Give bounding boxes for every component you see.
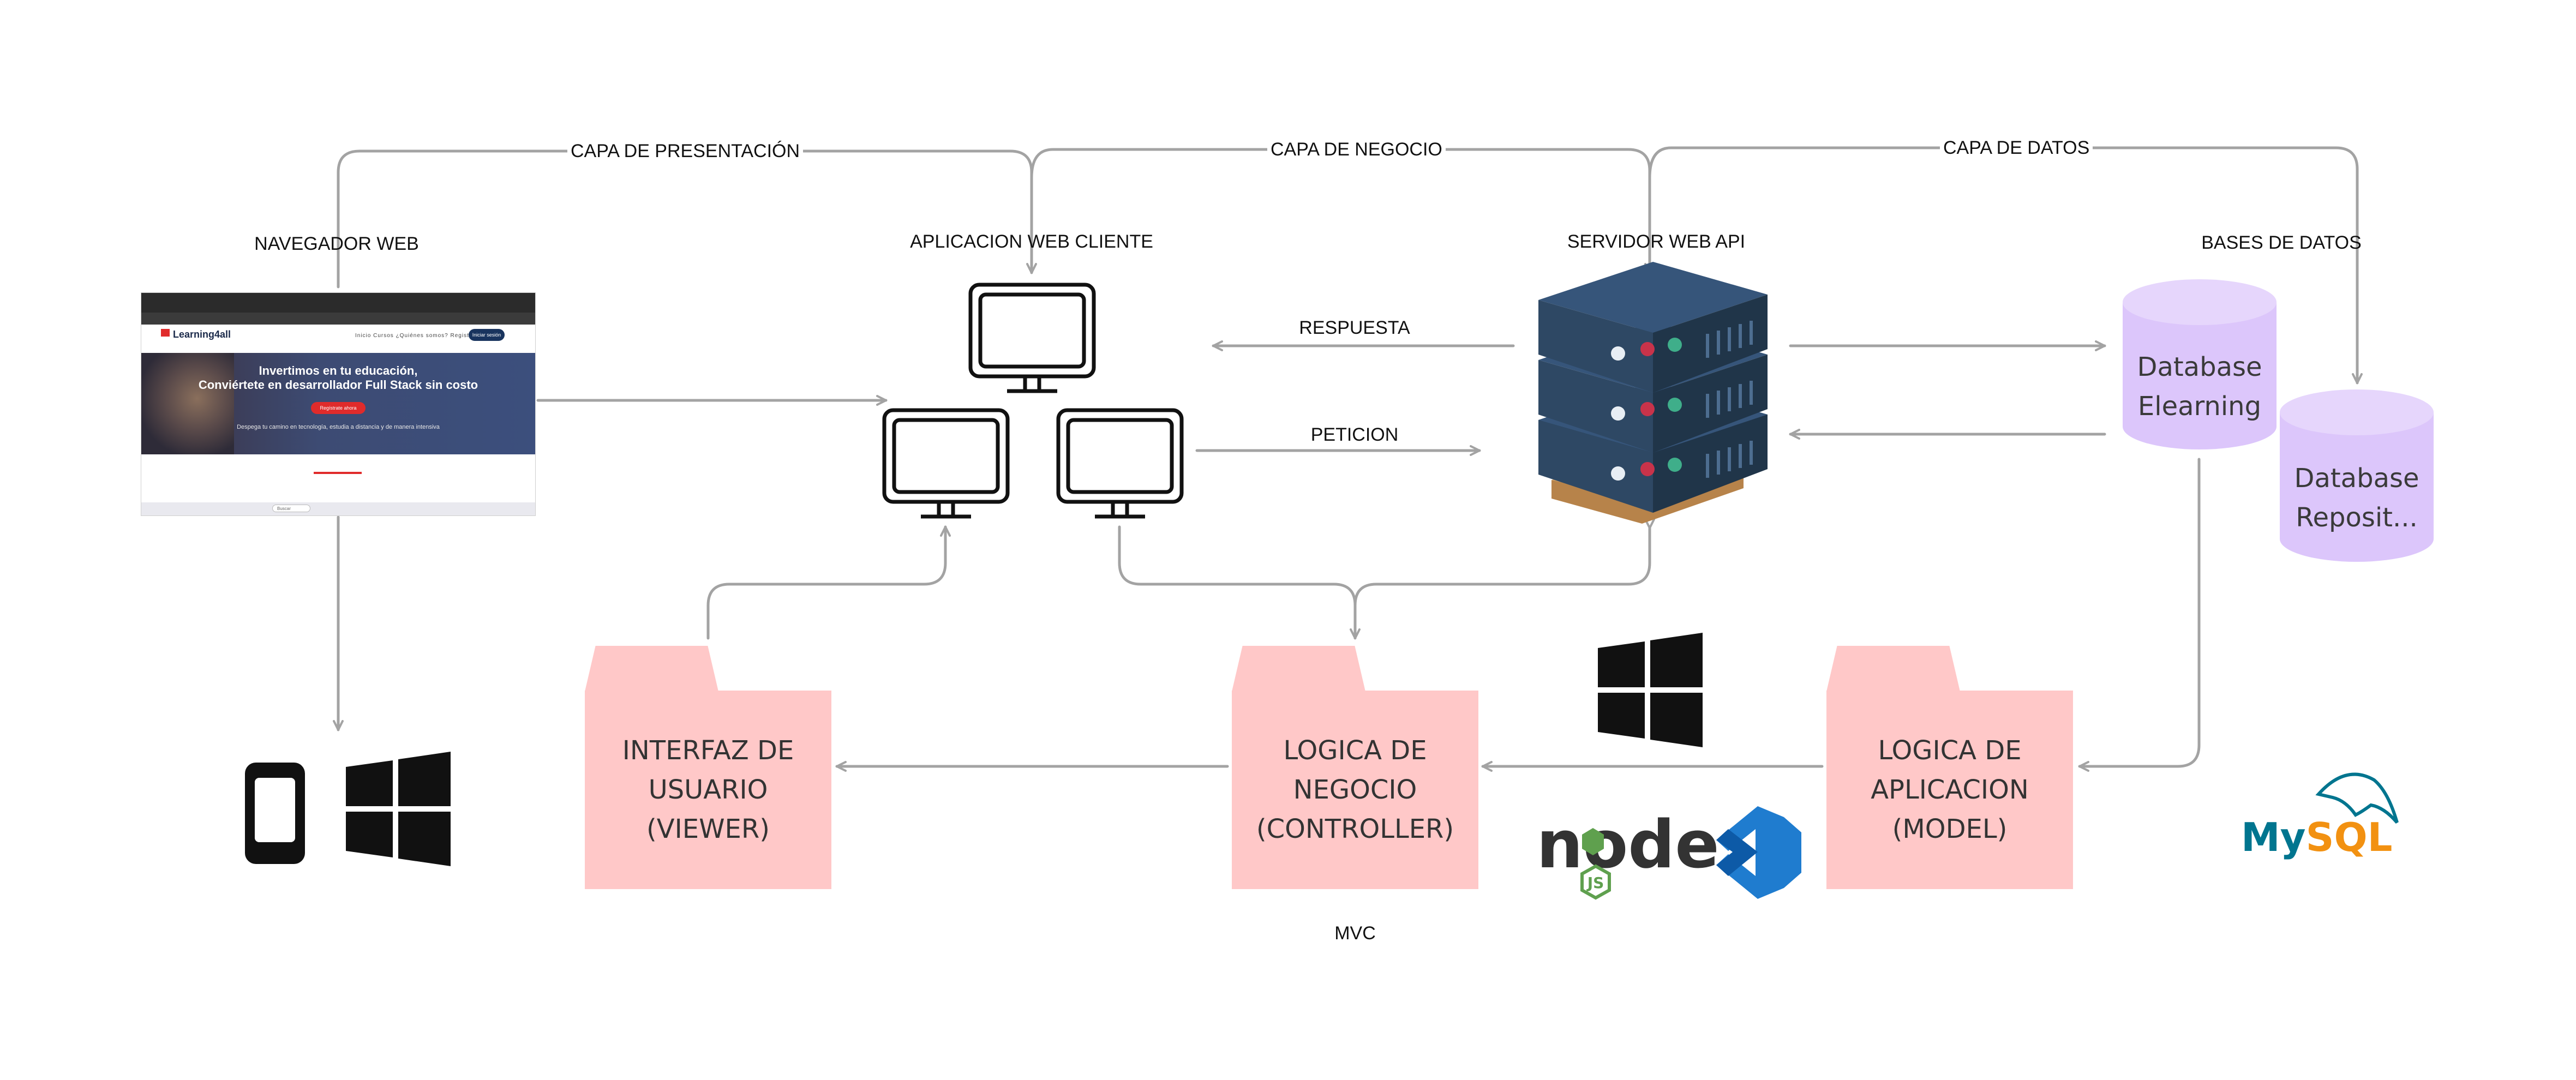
monitor-icon: [882, 408, 1010, 519]
site-login-button: Iniciar sesión: [469, 329, 505, 341]
model-line-3: (MODEL): [1892, 814, 2008, 844]
database-repository: [2280, 389, 2434, 562]
nodejs-wordmark: node: [1536, 807, 1719, 883]
model-line-2: APLICACION: [1871, 775, 2029, 805]
db-elearning-line-2: Elearning: [2137, 391, 2262, 422]
model-line-1: LOGICA DE: [1878, 735, 2022, 766]
database-elearning: [2123, 279, 2277, 449]
server-icon: [1538, 262, 1768, 524]
viewer-line-1: INTERFAZ DE: [622, 735, 794, 766]
folder-tab: [1826, 646, 1960, 692]
hero-cta-button: Regístrate ahora: [311, 402, 366, 414]
viewer-to-client-arrow: [706, 525, 951, 640]
monitor-icon: [1056, 408, 1184, 519]
mysql-logo: MySQL: [2241, 772, 2399, 860]
request-label: PETICION: [1310, 424, 1399, 445]
db-elearning-line-1: Database: [2137, 352, 2262, 382]
server-to-controller-connector: [1353, 518, 1655, 607]
folder-body: INTERFAZ DE USUARIO (VIEWER): [585, 691, 831, 889]
web-server-label: SERVIDOR WEB API: [1567, 231, 1746, 252]
monitor-icon: [968, 283, 1096, 393]
browser-bookmarks-bar: [141, 313, 535, 325]
windows-icon: [346, 752, 451, 866]
browser-label: NAVEGADOR WEB: [254, 233, 419, 254]
response-label: RESPUESTA: [1299, 317, 1410, 338]
nodejs-badge: JS: [1586, 874, 1604, 892]
hero-subtitle: Despega tu camino en tecnología, estudia…: [237, 424, 440, 430]
layer-data-label: CAPA DE DATOS: [1940, 139, 2093, 157]
folder-body: LOGICA DE NEGOCIO (CONTROLLER): [1232, 691, 1478, 889]
db-repository-line-1: Database: [2294, 463, 2419, 494]
taskbar-search: Buscar: [272, 505, 310, 512]
client-monitors: [882, 283, 1184, 519]
db-repository-line-2: Reposit...: [2296, 502, 2418, 533]
site-brand: Learning4all: [173, 329, 231, 340]
client-to-controller-arrow: [1118, 525, 1361, 640]
layer-presentation-connector: [337, 149, 1037, 289]
section-divider: [314, 472, 362, 474]
controller-line-3: (CONTROLLER): [1256, 814, 1454, 844]
browser-tab-bar: [141, 293, 535, 313]
os-taskbar: [141, 502, 535, 515]
vscode-icon: [1716, 806, 1801, 899]
hero-headline-line-1: Invertimos en tu educación,: [259, 364, 418, 377]
db-to-model-arrow: [2078, 458, 2201, 772]
databases-label: BASES DE DATOS: [2201, 232, 2362, 253]
viewer-line-3: (VIEWER): [646, 814, 770, 844]
hero-photo: [141, 353, 234, 454]
site-logo-icon: [161, 329, 170, 337]
hero-headline-line-2: Conviértete en desarrollador Full Stack …: [198, 378, 478, 392]
viewer-line-2: USUARIO: [648, 775, 768, 805]
db-elearning-label: Database Elearning: [2137, 347, 2262, 426]
windows-icon: [1598, 633, 1703, 747]
nodejs-logo: node JS: [1536, 807, 1720, 900]
mysql-wordmark: MySQL: [2241, 814, 2393, 860]
phone-icon: [245, 763, 305, 864]
hero-headline: Invertimos en tu educación, Conviértete …: [141, 364, 535, 392]
controller-line-1: LOGICA DE: [1283, 735, 1427, 766]
controller-line-2: NEGOCIO: [1293, 775, 1417, 805]
layer-business-connector: [1030, 148, 1655, 274]
layer-presentation-label: CAPA DE PRESENTACIÓN: [567, 142, 804, 160]
folder-tab: [585, 646, 718, 692]
client-app-label: APLICACION WEB CLIENTE: [910, 231, 1153, 252]
layer-business-label: CAPA DE NEGOCIO: [1267, 140, 1446, 159]
website-screenshot: Learning4all Inicio Cursos ¿Quiénes somo…: [141, 292, 536, 516]
folder-body: LOGICA DE APLICACION (MODEL): [1826, 691, 2073, 889]
db-repository-label: Database Reposit...: [2294, 459, 2419, 537]
site-nav-links: Inicio Cursos ¿Quiénes somos? Registrars…: [355, 333, 484, 339]
mvc-label: MVC: [1334, 923, 1376, 944]
folder-tab: [1232, 646, 1365, 692]
